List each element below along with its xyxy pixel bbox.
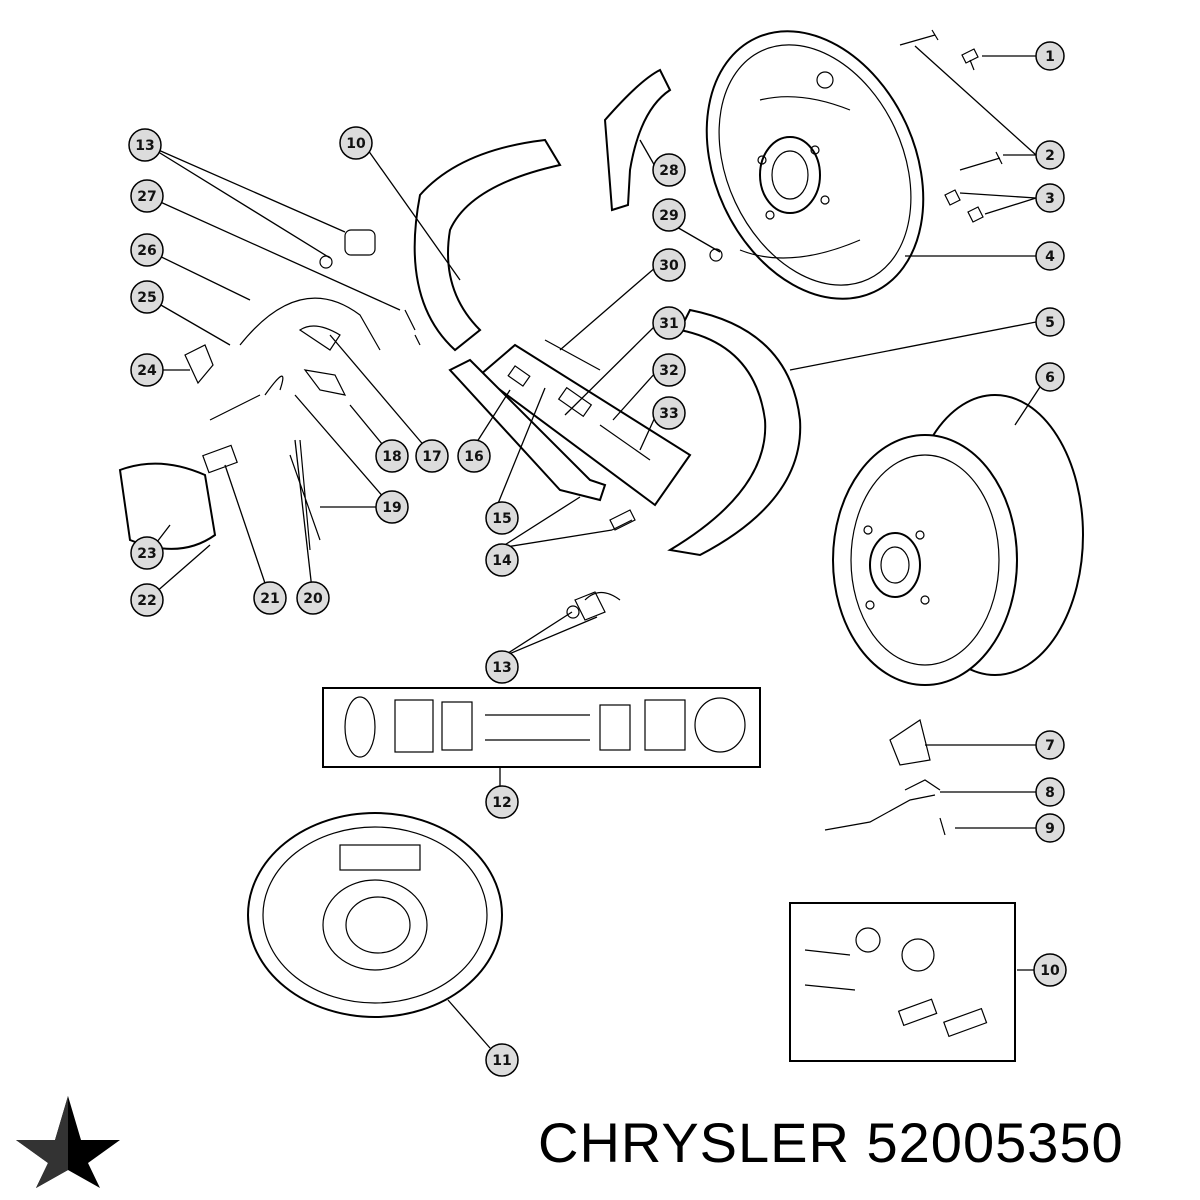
callout-23: 23: [130, 536, 164, 570]
callout-label: 13: [492, 660, 511, 676]
callout-2: 2: [1035, 140, 1065, 170]
callout-5: 5: [1035, 307, 1065, 337]
callout-label: 21: [260, 591, 279, 607]
callout-label: 22: [137, 593, 156, 609]
callout-label: 10: [1040, 963, 1060, 979]
callout-13-top: 13: [128, 128, 162, 162]
callout-7: 7: [1035, 730, 1065, 760]
callout-9: 9: [1035, 813, 1065, 843]
callout-27: 27: [130, 179, 164, 213]
callout-24: 24: [130, 353, 164, 387]
callout-label: 27: [137, 189, 156, 205]
callout-25: 25: [130, 280, 164, 314]
callout-13-bottom: 13: [485, 650, 519, 684]
callout-20: 20: [296, 581, 330, 615]
callout-18: 18: [375, 439, 409, 473]
callout-label: 3: [1045, 191, 1055, 207]
callout-label: 23: [137, 546, 156, 562]
assembled-brake-drawing: [247, 812, 503, 1018]
callout-label: 16: [464, 449, 483, 465]
brake-drum-drawing: [832, 394, 1084, 686]
callout-label: 2: [1045, 148, 1055, 164]
callout-21: 21: [253, 581, 287, 615]
callout-label: 26: [137, 243, 156, 259]
callout-31: 31: [652, 306, 686, 340]
callout-label: 4: [1045, 249, 1055, 265]
callout-6: 6: [1035, 362, 1065, 392]
brand-part-number: CHRYSLER 52005350: [538, 1111, 1124, 1174]
callout-10-shoe: 10: [339, 126, 373, 160]
callout-15: 15: [485, 501, 519, 535]
callout-32: 32: [652, 353, 686, 387]
callout-label: 12: [492, 795, 511, 811]
callout-label: 32: [659, 363, 678, 379]
callout-19: 19: [375, 490, 409, 524]
callout-3: 3: [1035, 183, 1065, 213]
callout-label: 13: [135, 138, 154, 154]
callout-4: 4: [1035, 241, 1065, 271]
pentastar-logo-icon: [16, 1096, 120, 1188]
callout-10-kit: 10: [1033, 953, 1067, 987]
callout-28: 28: [652, 153, 686, 187]
callout-label: 11: [492, 1053, 511, 1069]
callout-label: 17: [422, 449, 441, 465]
backing-plate-drawing: [705, 30, 925, 300]
callout-label: 10: [346, 136, 366, 152]
callout-17: 17: [415, 439, 449, 473]
callout-12: 12: [485, 785, 519, 819]
callout-label: 25: [137, 290, 156, 306]
callout-label: 19: [382, 500, 401, 516]
callout-label: 15: [492, 511, 511, 527]
lever-drawing: [603, 68, 672, 212]
callout-11: 11: [485, 1043, 519, 1077]
callout-label: 30: [659, 258, 679, 274]
bolts-drawing: [899, 29, 1003, 223]
hardware-kit-drawing: [789, 902, 1016, 1062]
callout-label: 6: [1045, 370, 1055, 386]
callout-33: 33: [652, 396, 686, 430]
callout-label: 1: [1045, 49, 1055, 65]
callout-label: 5: [1045, 315, 1055, 331]
callout-label: 14: [492, 553, 512, 569]
callout-label: 7: [1045, 738, 1055, 754]
callout-label: 8: [1045, 785, 1055, 801]
callout-label: 20: [303, 591, 323, 607]
callout-1: 1: [1035, 41, 1065, 71]
callout-8: 8: [1035, 777, 1065, 807]
callout-label: 31: [659, 316, 678, 332]
callout-label: 9: [1045, 821, 1055, 837]
brake-shoes-drawing: [413, 138, 802, 557]
callout-label: 28: [659, 163, 678, 179]
callout-label: 33: [659, 406, 678, 422]
callout-26: 26: [130, 233, 164, 267]
callout-22: 22: [130, 583, 164, 617]
callout-label: 24: [137, 363, 157, 379]
callout-29: 29: [652, 198, 686, 232]
callout-30: 30: [652, 248, 686, 282]
callout-14: 14: [485, 543, 519, 577]
cylinder-kit-drawing: [322, 687, 761, 768]
callout-label: 29: [659, 208, 678, 224]
callout-label: 18: [382, 449, 401, 465]
callout-16: 16: [457, 439, 491, 473]
